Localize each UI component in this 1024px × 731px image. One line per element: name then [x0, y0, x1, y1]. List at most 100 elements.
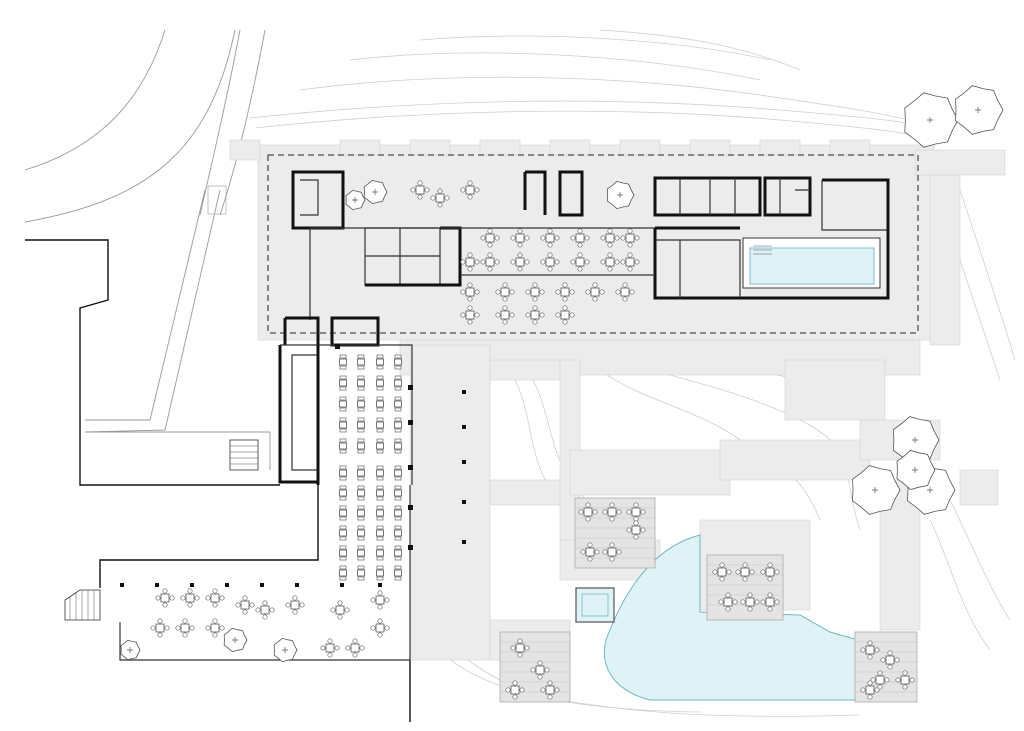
dining-table	[895, 670, 915, 690]
site-boundary	[25, 239, 411, 722]
tree	[955, 85, 1004, 135]
dining-table	[255, 600, 275, 620]
dining-table	[376, 465, 384, 481]
dining-table	[505, 680, 525, 700]
dining-table	[376, 545, 384, 561]
dining-table	[376, 438, 384, 454]
dining-table	[339, 545, 347, 561]
dining-table	[510, 228, 530, 248]
dining-table	[555, 305, 575, 325]
upper-floor-outline	[267, 154, 919, 334]
tree	[904, 92, 959, 148]
dining-table	[712, 562, 732, 582]
dining-table	[394, 375, 402, 391]
dining-table	[330, 600, 350, 620]
dining-table	[394, 565, 402, 581]
dining-table	[357, 565, 365, 581]
dining-table	[600, 228, 620, 248]
dining-table	[376, 485, 384, 501]
main-building-walls	[291, 170, 890, 320]
dining-table	[357, 465, 365, 481]
dining-table	[345, 638, 365, 658]
dining-table	[150, 618, 170, 638]
tree	[363, 179, 388, 205]
dining-table	[394, 438, 402, 454]
dining-table	[376, 375, 384, 391]
dining-table	[394, 545, 402, 561]
dining-table	[460, 305, 480, 325]
dining-table	[870, 670, 890, 690]
dining-table	[860, 640, 880, 660]
dining-table	[357, 396, 365, 412]
dining-table	[585, 282, 605, 302]
furniture-tables	[150, 180, 915, 700]
dining-table	[357, 485, 365, 501]
dining-table	[376, 417, 384, 433]
dining-table	[495, 305, 515, 325]
dining-table	[376, 565, 384, 581]
dining-table	[339, 465, 347, 481]
structural-columns	[120, 344, 466, 587]
dining-table	[580, 542, 600, 562]
dining-table	[339, 525, 347, 541]
dining-table	[339, 485, 347, 501]
dining-table	[620, 228, 640, 248]
dining-table	[155, 588, 175, 608]
tree	[120, 639, 141, 661]
dining-table	[175, 618, 195, 638]
dining-table	[718, 592, 738, 612]
dining-table	[205, 618, 225, 638]
dining-table	[394, 396, 402, 412]
dining-table	[339, 505, 347, 521]
dining-table	[460, 180, 480, 200]
dining-table	[357, 505, 365, 521]
dining-table	[205, 588, 225, 608]
dining-table	[376, 525, 384, 541]
dining-table	[626, 520, 646, 540]
dining-table	[495, 282, 515, 302]
dining-table	[394, 525, 402, 541]
dining-table	[602, 542, 622, 562]
dining-table	[620, 252, 640, 272]
dining-table	[510, 638, 530, 658]
dining-table	[394, 417, 402, 433]
dining-table	[525, 282, 545, 302]
dining-table	[570, 228, 590, 248]
dining-table	[525, 305, 545, 325]
dining-table	[357, 417, 365, 433]
dining-table	[339, 417, 347, 433]
tree	[606, 180, 635, 210]
dining-table	[357, 354, 365, 370]
dining-table	[235, 595, 255, 615]
dining-table	[394, 354, 402, 370]
dining-table	[555, 282, 575, 302]
dining-table	[339, 438, 347, 454]
dining-table	[180, 588, 200, 608]
dining-table	[339, 354, 347, 370]
dining-table	[735, 562, 755, 582]
tree	[273, 637, 298, 663]
site-trees	[120, 85, 1004, 663]
dining-table	[460, 282, 480, 302]
restaurant-wing-walls	[119, 316, 413, 661]
dining-table	[376, 396, 384, 412]
dining-table	[880, 650, 900, 670]
dining-table	[339, 375, 347, 391]
dining-table	[410, 180, 430, 200]
dining-table	[370, 590, 390, 610]
dining-table	[357, 438, 365, 454]
dining-table	[394, 485, 402, 501]
dining-table	[357, 545, 365, 561]
tree	[852, 465, 901, 515]
dining-table	[370, 618, 390, 638]
tree	[896, 450, 936, 490]
dining-table	[530, 660, 550, 680]
dining-table	[540, 680, 560, 700]
dining-table	[480, 228, 500, 248]
dining-table	[540, 228, 560, 248]
dining-table	[480, 252, 500, 272]
dining-table	[540, 252, 560, 272]
dining-table	[740, 592, 760, 612]
tree	[223, 627, 248, 653]
dining-table	[460, 252, 480, 272]
